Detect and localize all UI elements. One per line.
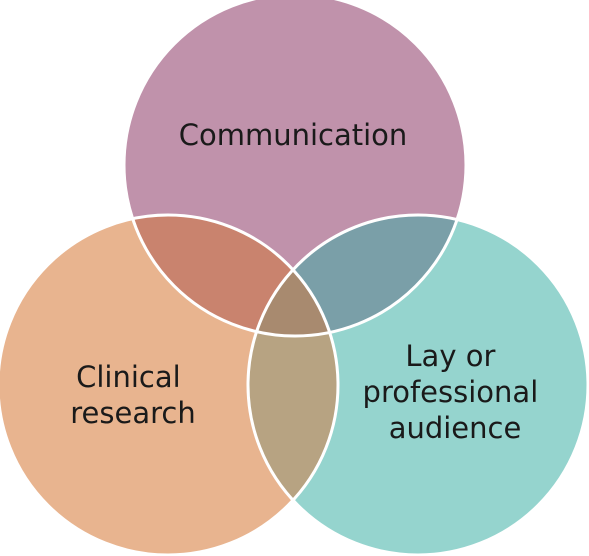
clinical-research-label-line: research bbox=[70, 396, 195, 430]
clinical-research-label: Clinical research bbox=[70, 360, 195, 430]
audience-label-line: audience bbox=[389, 411, 522, 445]
audience-outline bbox=[246, 213, 589, 556]
overlap-communication-clinical bbox=[124, 215, 338, 336]
communication-outline bbox=[122, 0, 468, 338]
clinical-research-label-line: Clinical bbox=[76, 360, 181, 394]
overlap-communication-audience bbox=[248, 215, 466, 336]
audience-label: Lay or professional audience bbox=[363, 339, 548, 445]
audience-label-line: professional bbox=[363, 375, 539, 409]
communication-label-line: Communication bbox=[179, 118, 408, 152]
communication-label: Communication bbox=[179, 118, 408, 152]
audience-label-line: Lay or bbox=[405, 339, 495, 373]
clinical-research-outline bbox=[0, 213, 340, 556]
